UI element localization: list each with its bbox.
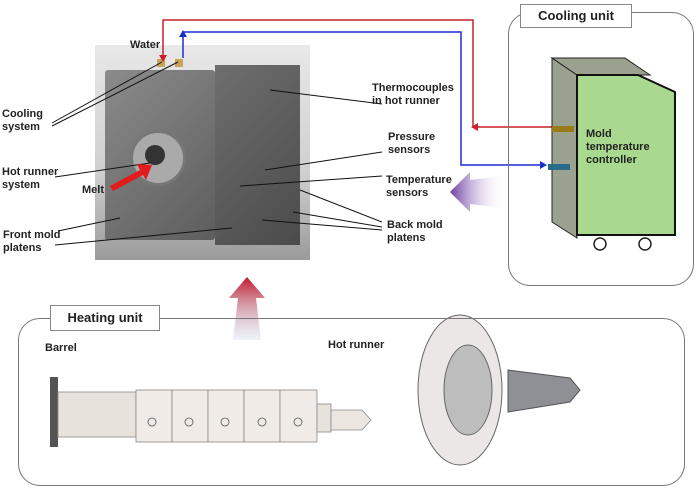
water-fitting-out: [175, 59, 183, 67]
back-mold-platens-label: Back mold platens: [387, 219, 443, 244]
barrel-label: Barrel: [45, 342, 77, 354]
cold-water-arrowhead-2: [540, 161, 547, 169]
back-mold-plate: [215, 65, 300, 245]
heater-bands: [135, 389, 318, 443]
melt-label: Melt: [82, 184, 104, 196]
front-mold-platens-label: Front mold platens: [3, 229, 61, 254]
water-label: Water: [130, 39, 161, 51]
cold-port: [548, 164, 570, 170]
wheel-right: [638, 237, 652, 251]
hot-runner-bore: [443, 344, 493, 436]
controller-top: [550, 57, 652, 76]
cooling-unit-title: Cooling unit: [520, 4, 632, 28]
hot-runner-label: Hot runner: [328, 339, 385, 351]
heating-unit-title: Heating unit: [50, 305, 160, 331]
hot-water-arrowhead: [159, 55, 167, 62]
melt-arrow: [110, 164, 152, 191]
barrel-nozzle: [330, 409, 372, 431]
cooling-system-label: Cooling system: [2, 108, 43, 133]
hot-port: [552, 126, 574, 132]
pressure-sensors-label: Pressure sensors: [388, 131, 436, 156]
hot-water-line: [162, 19, 555, 128]
heater-band-screws: [147, 417, 303, 427]
cold-water-line: [182, 31, 543, 166]
temperature-sensors-label: Temperature sensors: [386, 174, 452, 199]
leader-lines: [51, 61, 383, 246]
cold-water-arrowhead: [179, 30, 187, 37]
hot-water-arrowhead-2: [471, 123, 478, 131]
hot-runner-nozzle: [507, 369, 581, 413]
mold-photo: [95, 45, 310, 260]
barrel-flange: [50, 377, 58, 447]
barrel-body: [57, 391, 137, 438]
hot-runner-system-label: Hot runner system: [2, 166, 59, 191]
mold-temperature-controller-label: Mold temperature controller: [586, 128, 650, 166]
controller-front: [576, 74, 676, 236]
cooling-flow-arrow: [450, 172, 505, 212]
heating-flow-arrow: [229, 277, 265, 340]
heating-unit-box: [18, 318, 685, 486]
wheel-left: [593, 237, 607, 251]
sprue-hole: [145, 145, 165, 165]
thermocouples-label: Thermocouples in hot runner: [372, 82, 454, 107]
